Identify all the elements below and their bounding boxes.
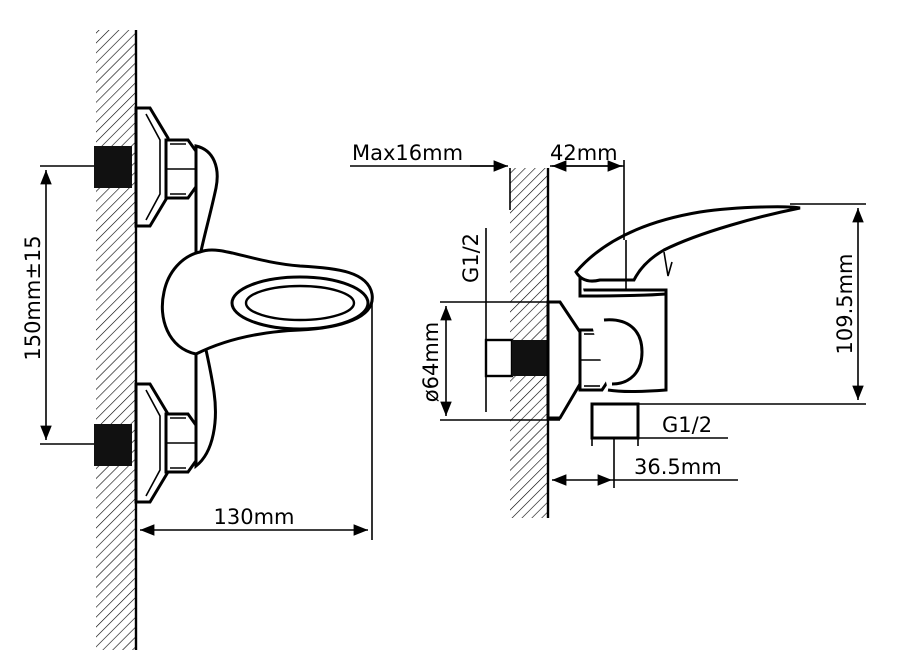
label-total-height: 109.5mm [833,253,857,354]
elbow-side [603,318,644,386]
pipe-connector-top [94,146,132,188]
label-max-wall: Max16mm [352,141,463,165]
pipe-connector-side [512,340,548,376]
lever-side [574,205,801,283]
label-outlet-offset: 36.5mm [634,455,722,479]
upper-eccentric-flange [134,106,200,228]
label-thread-right: G1/2 [662,413,712,437]
lower-eccentric-flange [134,382,200,504]
flange-side [546,300,582,420]
label-flange-diameter: ø64mm [419,322,443,402]
side-view: ø64mm G1/2 Max16mm 42mm 109.5mm G1/2 36.… [350,141,866,518]
pipe-connector-bottom [94,424,132,466]
label-offset-42: 42mm [550,141,618,165]
label-height-spacing: 150mm±15 [21,235,45,360]
label-thread-left: G1/2 [459,233,483,283]
pipe-in-wall [484,338,514,378]
outlet-stub [590,402,640,440]
handle-cap-inner [244,284,356,322]
wall-hatch-left [96,30,136,650]
front-view: 150mm±15 130mm [21,30,374,650]
label-projection: 130mm [214,505,295,529]
